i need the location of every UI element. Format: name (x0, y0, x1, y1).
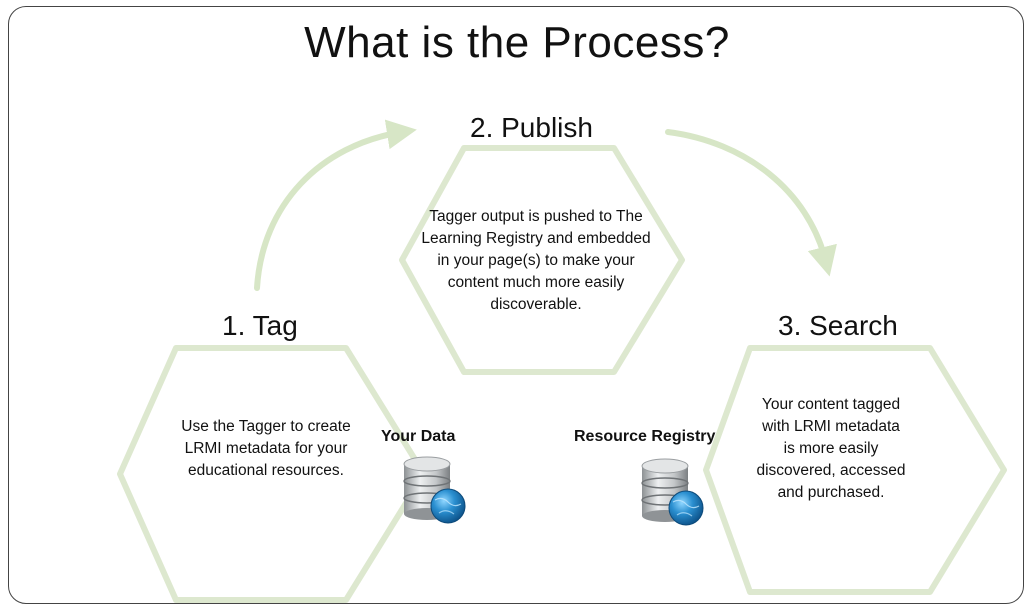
step-search-title: 3. Search (778, 310, 898, 341)
step-tag-description: Use the Tagger to create LRMI metadata f… (181, 418, 351, 479)
hexagon-tag (117, 345, 427, 603)
step-publish-title: 2. Publish (470, 112, 593, 143)
resource-registry-label: Resource Registry (574, 428, 716, 445)
arrow-tag-to-publish (254, 119, 417, 291)
hexagon-search (703, 345, 1007, 595)
step-tag-title: 1. Tag (222, 310, 298, 341)
database-globe-icon (403, 456, 466, 524)
step-search-description: Your content tagged with LRMI metadata i… (756, 396, 906, 501)
step-publish-description: Tagger output is pushed to The Learning … (421, 208, 651, 313)
page-title: What is the Process? (304, 18, 730, 67)
your-data-label: Your Data (381, 428, 456, 445)
arrow-publish-to-search (665, 129, 837, 277)
hexagon-publish (399, 145, 685, 375)
database-globe-icon (641, 458, 704, 526)
